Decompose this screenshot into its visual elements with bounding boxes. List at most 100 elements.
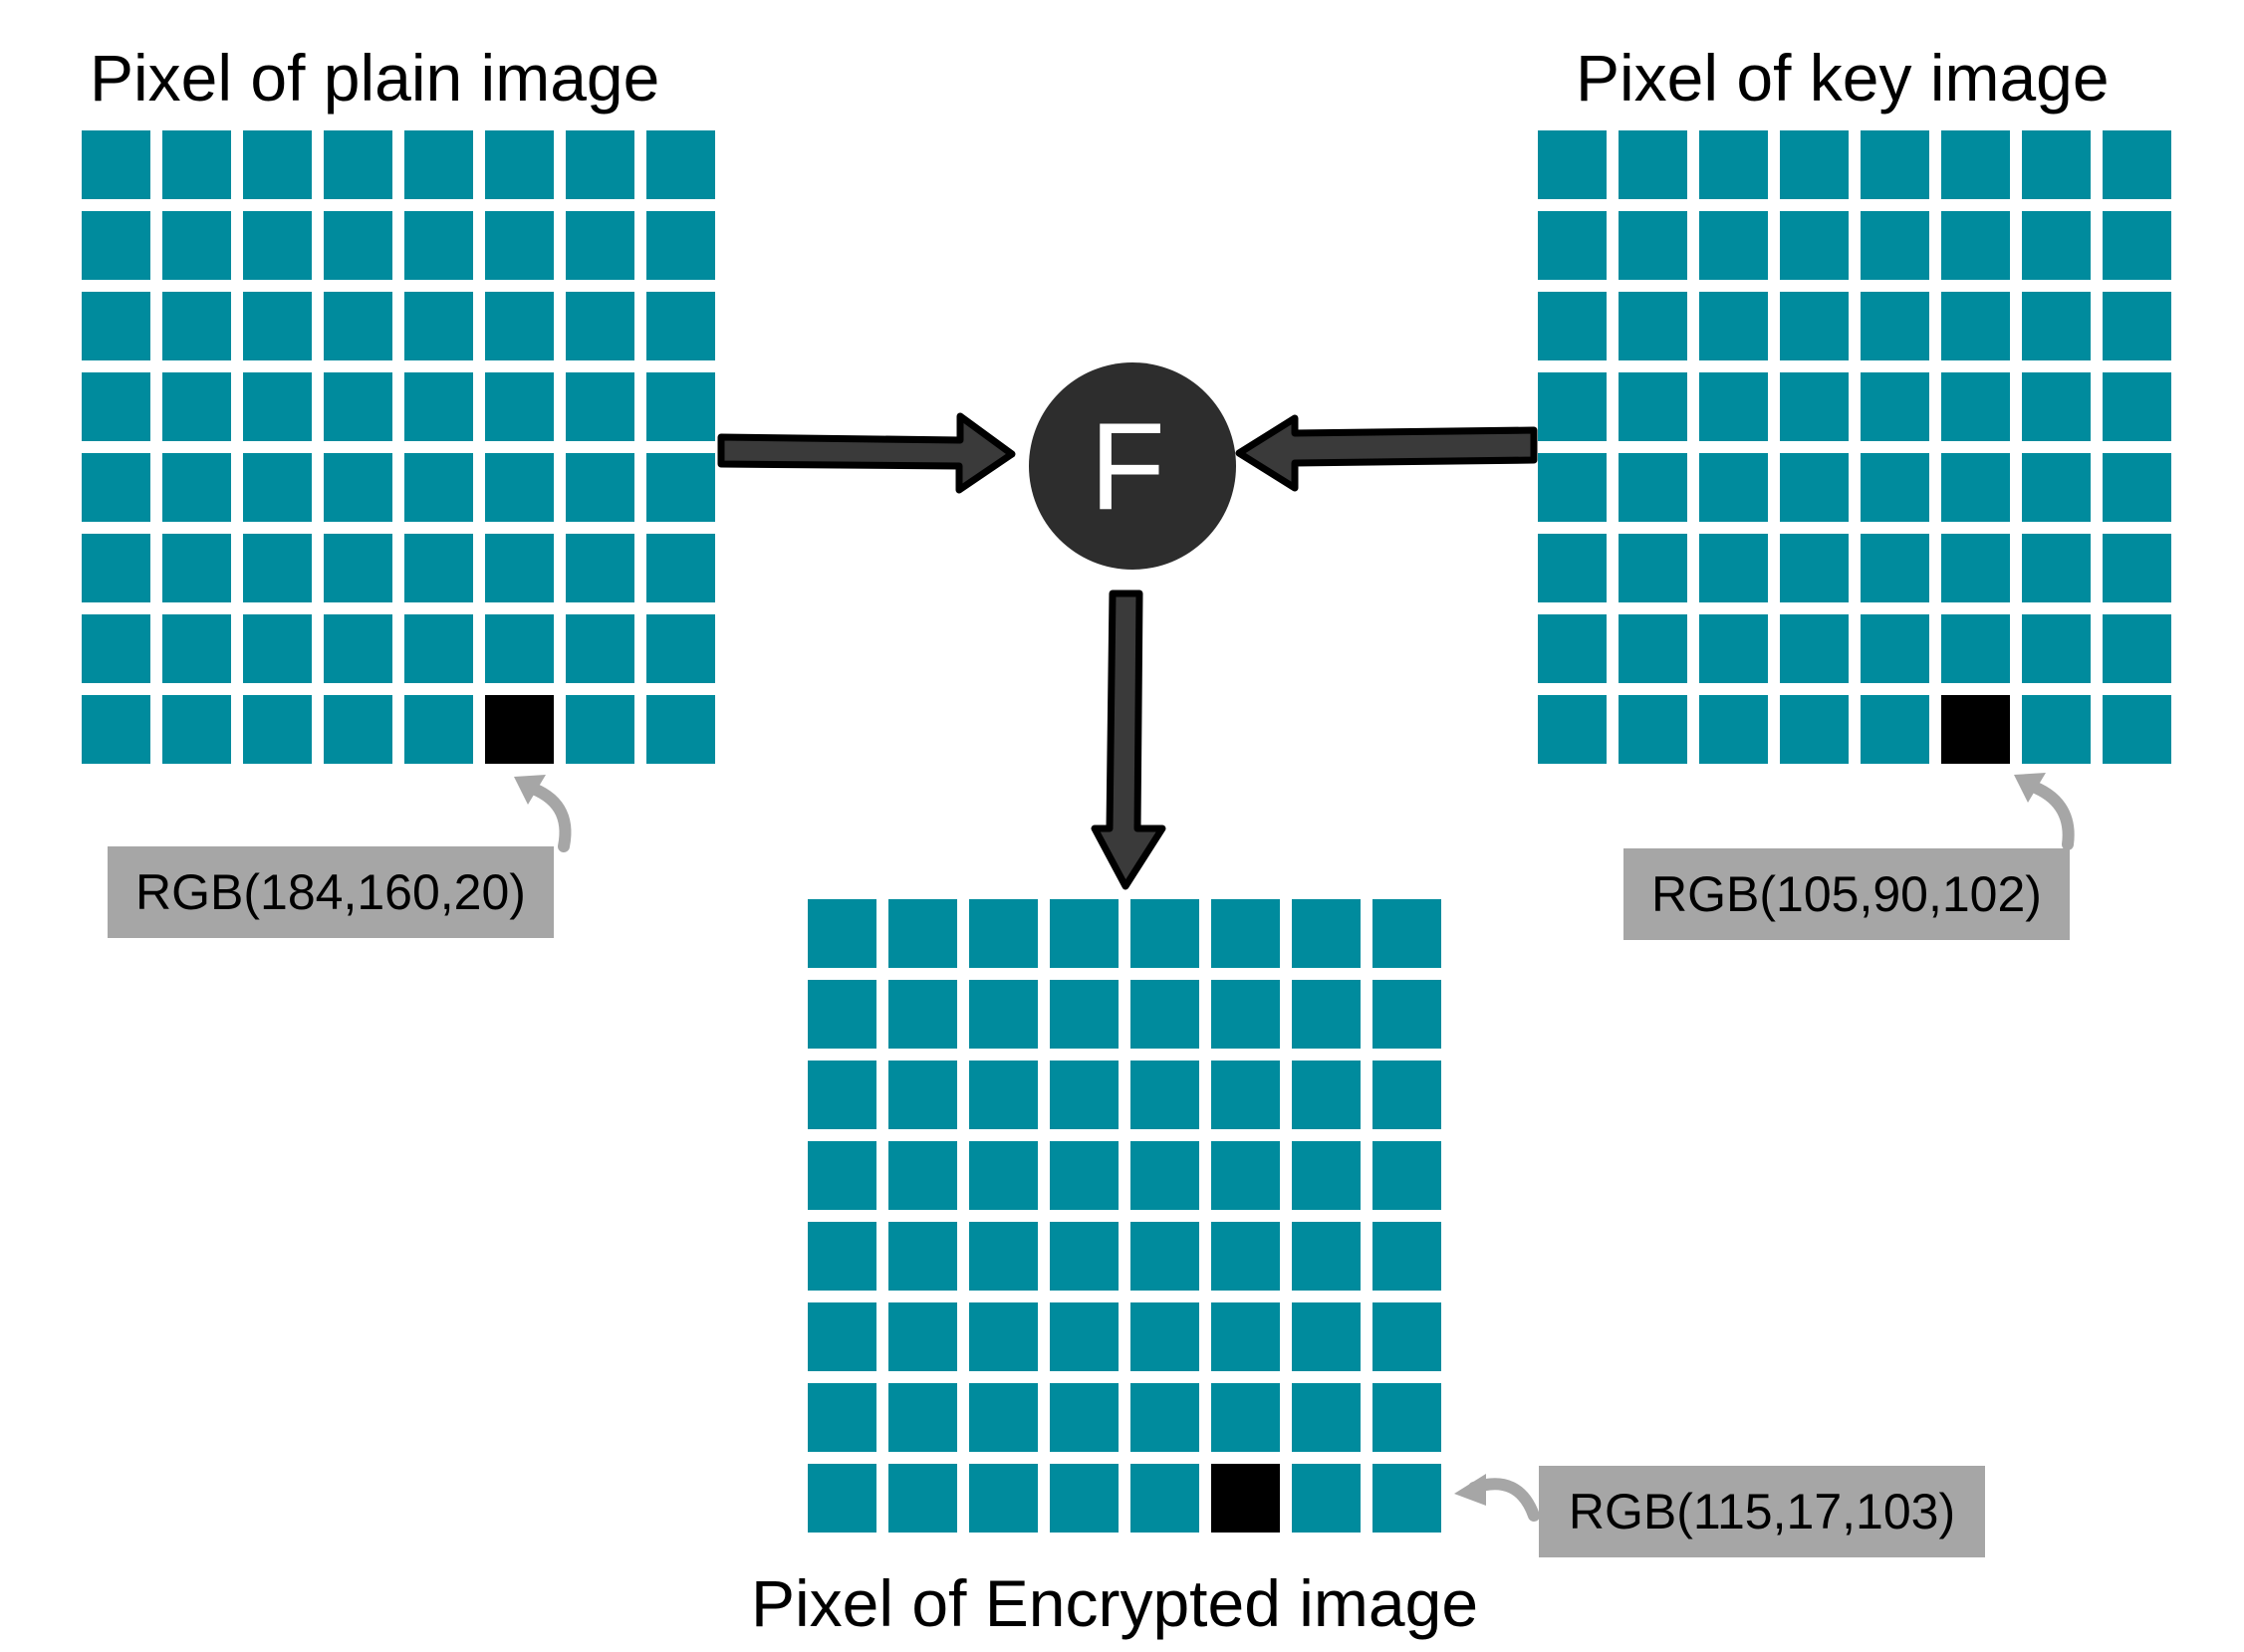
pixel-cell [1211,980,1280,1049]
pixel-cell [1699,534,1768,602]
pixel-cell [1372,980,1441,1049]
pixel-cell [888,899,957,968]
key-image-pixel-grid [1538,130,2171,764]
pixel-cell [1941,372,2010,441]
pixel-cell [646,614,715,683]
pixel-cell [1861,534,1929,602]
pixel-cell [1050,1061,1119,1129]
pixel-cell [2022,453,2091,522]
pixel-cell [888,980,957,1049]
highlighted-pixel-cell [1941,695,2010,764]
encrypted-image-title: Pixel of Encrypted image [751,1566,1479,1640]
pixel-cell [646,130,715,199]
pixel-cell [1699,211,1768,280]
pixel-cell [566,372,634,441]
pixel-cell [162,372,231,441]
pixel-cell [1780,614,1849,683]
pixel-cell [404,372,473,441]
pixel-cell [1619,211,1687,280]
pixel-cell [1699,453,1768,522]
pixel-cell [162,292,231,360]
pixel-cell [566,211,634,280]
pixel-cell [162,453,231,522]
pixel-cell [1941,130,2010,199]
pixel-cell [324,130,392,199]
pixel-cell [969,1141,1038,1210]
pixel-cell [2022,372,2091,441]
pixel-cell [1292,899,1361,968]
pixel-cell [1130,1302,1199,1371]
pixel-cell [646,695,715,764]
pixel-cell [162,211,231,280]
pixel-cell [808,1061,876,1129]
pixel-cell [162,130,231,199]
pixel-cell [2103,614,2171,683]
pixel-cell [82,211,150,280]
pixel-cell [404,130,473,199]
pixel-cell [1861,453,1929,522]
pixel-cell [1780,534,1849,602]
pixel-cell [324,211,392,280]
pixel-cell [888,1302,957,1371]
pixel-cell [1619,292,1687,360]
pixel-cell [2103,130,2171,199]
pixel-cell [2103,372,2171,441]
pixel-cell [808,1302,876,1371]
pixel-cell [243,453,312,522]
pixel-cell [485,453,554,522]
pixel-cell [1538,614,1607,683]
pixel-cell [1130,1061,1199,1129]
pixel-cell [324,372,392,441]
pixel-cell [1780,211,1849,280]
pixel-cell [1130,1222,1199,1291]
pixel-cell [808,899,876,968]
pixel-cell [1130,1464,1199,1533]
pixel-cell [888,1383,957,1452]
pixel-cell [1538,534,1607,602]
pixel-cell [243,130,312,199]
pixel-cell [404,614,473,683]
pixel-cell [1372,1302,1441,1371]
plain-image-pixel-grid [82,130,715,764]
pixel-cell [243,292,312,360]
pixel-cell [1050,1302,1119,1371]
pixel-cell [2103,211,2171,280]
pixel-cell [1372,1464,1441,1533]
pixel-cell [646,292,715,360]
pixel-cell [1699,130,1768,199]
pixel-cell [485,614,554,683]
pixel-cell [324,292,392,360]
pixel-cell [1619,372,1687,441]
pixel-cell [2103,695,2171,764]
pixel-cell [1292,1302,1361,1371]
pixel-cell [162,695,231,764]
pixel-cell [1050,1383,1119,1452]
pixel-cell [566,695,634,764]
pixel-cell [969,1464,1038,1533]
pixel-cell [485,534,554,602]
pixel-cell [1861,695,1929,764]
pixel-cell [1941,614,2010,683]
pixel-cell [1699,695,1768,764]
pixel-cell [1619,614,1687,683]
pixel-cell [1699,372,1768,441]
pixel-cell [566,292,634,360]
pixel-cell [1941,453,2010,522]
pixel-cell [888,1222,957,1291]
pixel-cell [1861,614,1929,683]
pixel-cell [808,980,876,1049]
pixel-cell [1050,1222,1119,1291]
function-node: F [1029,362,1236,570]
function-node-circle [1029,362,1236,570]
pixel-cell [404,453,473,522]
pixel-cell [1292,1061,1361,1129]
pixel-cell [566,534,634,602]
pixel-cell [1861,372,1929,441]
highlighted-pixel-cell [485,695,554,764]
arrow-f-to-encrypted [1091,590,1166,890]
pixel-cell [1619,695,1687,764]
pixel-cell [1538,453,1607,522]
pixel-cell [566,130,634,199]
pixel-cell [808,1383,876,1452]
pixel-cell [324,453,392,522]
